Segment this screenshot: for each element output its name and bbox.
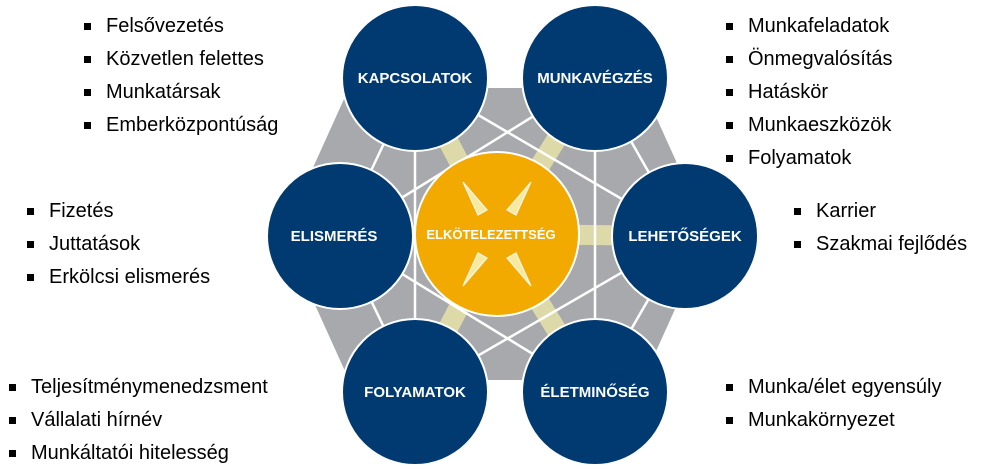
arrow-from-bottom-right-icon [506,252,532,287]
node-right: LEHETŐSÉGEK [611,162,759,310]
node-label-lehetosegek: LEHETŐSÉGEK [628,227,742,245]
node-left: ELISMERÉS [266,162,414,310]
node-top-left: KAPCSOLATOK [341,4,489,152]
list-item: Fizetés [27,195,210,228]
list-item: Munkafeladatok [726,10,893,43]
node-bottom-left: FOLYAMATOK [341,318,489,466]
list-item: Munka/élet egyensúly [726,371,941,404]
list-item: Felsővezetés [84,10,278,43]
node-label-elismeres: ELISMERÉS [291,228,378,245]
list-item: Erkölcsi elismerés [27,261,210,294]
list-item: Emberközpontúság [84,109,278,142]
list-item: Önmegvalósítás [726,43,893,76]
node-bottom-right: ÉLETMINŐSÉG [521,318,669,466]
list-item: Teljesítménymenedzsment [9,371,268,404]
node-label-folyamatok: FOLYAMATOK [364,384,466,401]
list-item: Közvetlen felettes [84,43,278,76]
list-item: Juttatások [27,228,210,261]
list-item: Folyamatok [726,142,893,175]
list-item: Munkatársak [84,76,278,109]
arrow-from-top-right-icon [506,181,532,216]
list-item: Hatáskör [726,76,893,109]
list-item: Munkaeszközök [726,109,893,142]
list-item: Vállalati hírnév [9,404,268,437]
converging-arrows [462,181,532,287]
arrow-from-top-left-icon [462,181,488,216]
node-label-kapcsolatok: KAPCSOLATOK [358,70,473,87]
arrow-from-bottom-left-icon [462,252,488,287]
center-label: ELKÖTELEZETTSÉG [426,227,555,242]
node-label-eletminoseg: ÉLETMINŐSÉG [540,383,649,401]
center-circle [414,151,580,317]
node-label-munkavegzes: MUNKAVÉGZÉS [537,70,653,87]
list-item: Munkakörnyezet [726,404,941,437]
node-top-right: MUNKAVÉGZÉS [521,4,669,152]
list-item: Szakmai fejlődés [794,228,967,261]
list-item: Munkáltatói hitelesség [9,437,268,470]
list-item: Karrier [794,195,967,228]
